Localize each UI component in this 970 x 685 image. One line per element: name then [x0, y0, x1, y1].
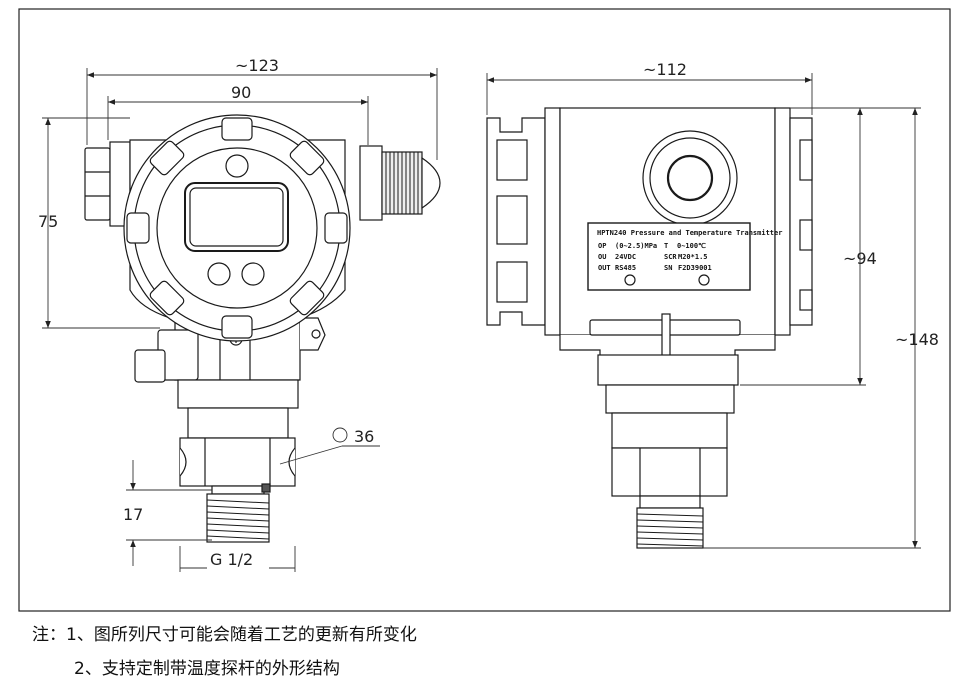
nameplate-scr-key: SCR [664, 253, 677, 261]
nameplate-t-value: 0~100℃ [677, 242, 706, 250]
nameplate-t-key: T [664, 242, 668, 250]
thread-lines [206, 499, 270, 540]
note-line-2: 2、支持定制带温度探杆的外形结构 [74, 659, 340, 679]
nameplate-ou-key: OU [598, 253, 606, 261]
note-line-1: 注：1、图所列尺寸可能会随着工艺的更新有所变化 [32, 625, 417, 645]
dim-thread-spec: G 1/2 [210, 550, 253, 569]
dim-side-height-body: ~94 [843, 249, 877, 268]
nameplate-ou-value: 24VDC [615, 253, 636, 261]
dim-side-width: ~112 [643, 60, 687, 79]
nameplate-out-value: RS485 [615, 264, 636, 272]
nameplate-out-key: OUT [598, 264, 611, 272]
nameplate-op-key: OP [598, 242, 606, 250]
front-view [84, 114, 441, 543]
dim-front-height: 75 [38, 212, 58, 231]
drawing-frame [18, 8, 951, 612]
front-dimension-lines [42, 68, 438, 572]
gland-ridges [385, 152, 419, 214]
nameplate-title: HPTN240 Pressure and Temperature Transmi… [597, 229, 782, 237]
nameplate-sn-value: F2D39001 [678, 264, 712, 272]
nameplate-op-value: (0~2.5)MPa [615, 242, 657, 250]
dim-side-height-total: ~148 [895, 330, 939, 349]
dim-front-flange-width: 90 [231, 83, 251, 102]
nameplate-scr-value: M20*1.5 [678, 253, 708, 261]
dim-wrench-size: 36 [354, 427, 374, 446]
dim-front-total-width: ~123 [235, 56, 279, 75]
dim-thread-length: 17 [123, 505, 143, 524]
side-dimension-lines [486, 73, 921, 549]
cover-lugs [126, 117, 348, 339]
side-view [486, 107, 813, 549]
nameplate-sn-key: SN [664, 264, 672, 272]
side-thread-lines [636, 513, 704, 547]
